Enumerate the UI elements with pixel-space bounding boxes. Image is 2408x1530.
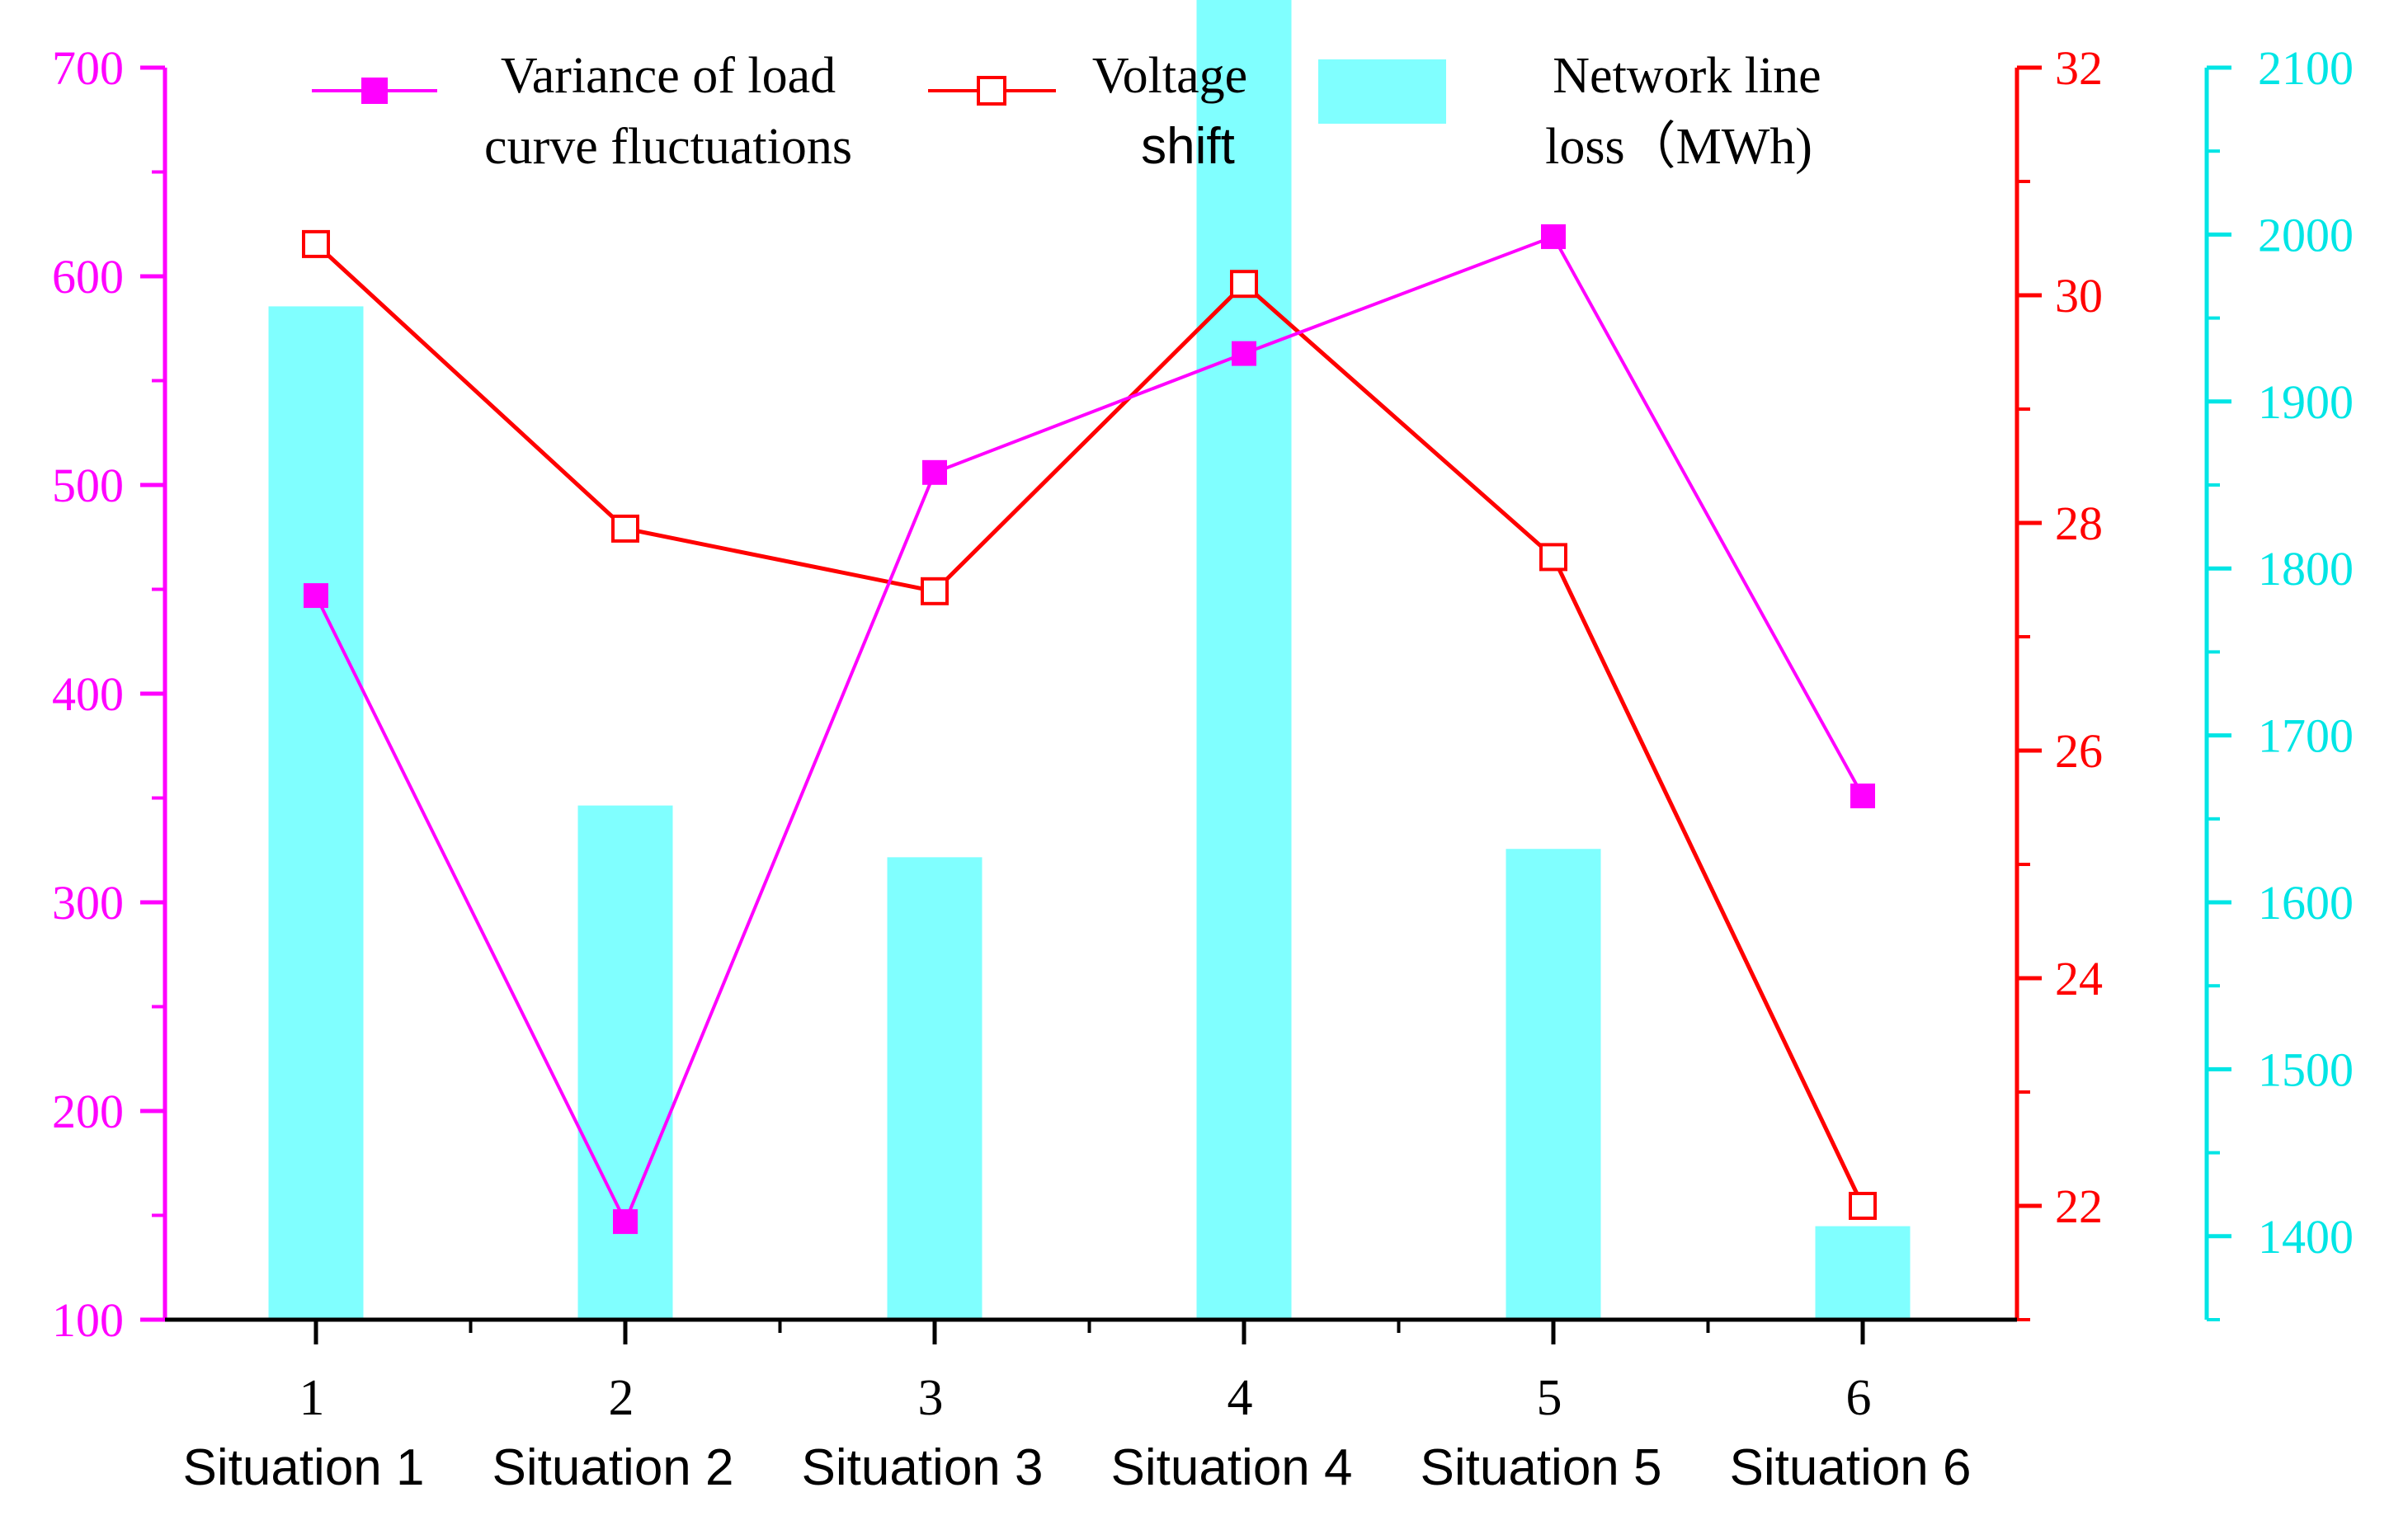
- bar-series: [268, 0, 1911, 1321]
- legend: Variance of load curve fluctuations Voltag…: [312, 48, 1821, 175]
- left-axis-tick-label: 300: [52, 876, 124, 930]
- lineloss-axis-tick-label: 1700: [2258, 709, 2354, 763]
- x-axis-category-label: Situation 4: [1111, 1439, 1353, 1496]
- x-axis-category-label: Situation 6: [1730, 1439, 1972, 1496]
- voltage-shift-line: [314, 242, 1865, 1208]
- x-axis-category-label: Situation 1: [183, 1439, 425, 1496]
- legend-lineloss-swatch: [1318, 59, 1446, 124]
- bar: [1815, 1226, 1911, 1320]
- legend-voltage-swatch-marker: [977, 76, 1006, 106]
- x-axis-category-label: Situation 2: [492, 1439, 734, 1496]
- voltage-axis-tick-label: 26: [2055, 724, 2103, 778]
- voltage-axis-tick-label: 24: [2055, 952, 2103, 1005]
- x-axis-category-label: Situation 5: [1421, 1439, 1662, 1496]
- voltage-axis-tick-label: 28: [2055, 497, 2103, 550]
- lineloss-axis-tick-label: 1500: [2258, 1043, 2354, 1096]
- legend-variance-swatch-marker: [361, 78, 388, 104]
- bar: [1196, 0, 1292, 1321]
- voltage-shift-point: [611, 514, 639, 543]
- voltage-shift-point: [1230, 270, 1258, 299]
- variance-point: [922, 459, 947, 485]
- bar: [887, 857, 983, 1320]
- variance-point: [613, 1209, 638, 1235]
- voltage-shift-point: [921, 577, 949, 605]
- voltage-shift-point: [1539, 543, 1567, 572]
- lineloss-axis-tick-label: 1800: [2258, 542, 2354, 596]
- x-axis-tick-label: 1: [299, 1370, 325, 1426]
- legend-variance-label: Variance of load: [501, 48, 836, 104]
- x-axis-category-label: Situation 3: [802, 1439, 1044, 1496]
- left-axis-tick-label: 200: [52, 1085, 124, 1138]
- lineloss-axis-tick-label: 1600: [2258, 876, 2354, 930]
- voltage-shift-point: [1849, 1192, 1877, 1220]
- legend-lineloss-label: Network line: [1553, 48, 1821, 104]
- variance-point: [1541, 224, 1566, 249]
- lineloss-axis-tick-label: 1400: [2258, 1210, 2354, 1264]
- bar: [268, 306, 364, 1320]
- voltage-axis-tick-label: 30: [2055, 269, 2103, 322]
- voltage-axis-tick-label: 32: [2055, 41, 2103, 95]
- x-axis-tick-label: 4: [1228, 1370, 1253, 1426]
- legend-lineloss-label: loss（MWh): [1545, 119, 1812, 175]
- x-axis-tick-label: 3: [918, 1370, 944, 1426]
- line-series: [302, 224, 1877, 1235]
- bar: [577, 805, 673, 1320]
- tick-labels: 1002003004005006007002224262830321400150…: [52, 41, 2354, 1496]
- x-axis-tick-label: 6: [1846, 1370, 1872, 1426]
- lineloss-axis-tick-label: 2100: [2258, 41, 2354, 95]
- legend-voltage-label: shift: [1141, 118, 1235, 175]
- variance-point: [304, 583, 328, 609]
- voltage-shift-point: [302, 229, 330, 258]
- left-axis-tick-label: 500: [52, 459, 124, 512]
- lineloss-axis-tick-label: 2000: [2258, 208, 2354, 261]
- voltage-axis-tick-label: 22: [2055, 1179, 2103, 1233]
- left-axis-tick-label: 400: [52, 667, 124, 721]
- x-axis-tick-label: 5: [1537, 1370, 1562, 1426]
- variance-point: [1232, 341, 1256, 366]
- legend-variance-label: curve fluctuations: [484, 119, 852, 175]
- left-axis-tick-label: 700: [52, 41, 124, 95]
- legend-voltage-label: Voltage: [1092, 48, 1247, 104]
- bar: [1506, 849, 1601, 1320]
- variance-line: [314, 234, 1864, 1226]
- lineloss-axis-tick-label: 1900: [2258, 375, 2354, 429]
- axes: [140, 65, 2231, 1344]
- variance-point: [1850, 783, 1875, 808]
- left-axis-tick-label: 100: [52, 1293, 124, 1347]
- x-axis-tick-label: 2: [609, 1370, 634, 1426]
- left-axis-tick-label: 600: [52, 250, 124, 304]
